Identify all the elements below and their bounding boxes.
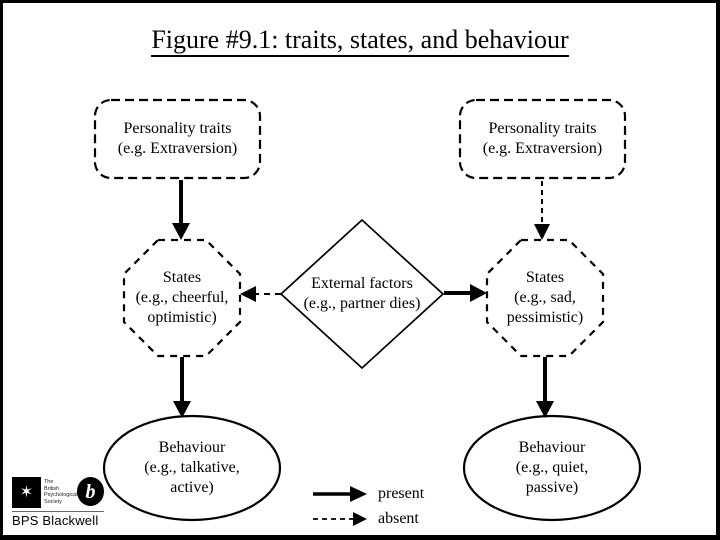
society-name-line: The (43, 479, 54, 485)
blackwell-b-glyph: b (85, 480, 96, 503)
edge-traits-left-to-states-left (172, 180, 190, 240)
legend-absent-label: absent (378, 510, 419, 527)
node-states-right: States (e.g., sad, pessimistic) (487, 240, 603, 356)
bps-crest-icon: ✶ (12, 477, 41, 508)
node-external-factors: External factors (e.g., partner dies) (282, 220, 442, 368)
figure-title: Figure #9.1: traits, states, and behavio… (0, 25, 720, 57)
node-text-line: passive) (525, 479, 579, 496)
node-text-line: active) (170, 479, 214, 496)
blackwell-b-icon: b (76, 477, 104, 506)
node-text-line: States (525, 269, 565, 286)
node-text-line: (e.g. Extraversion) (482, 140, 603, 157)
society-name-line: British (43, 485, 60, 492)
behaviour-right-ellipse (462, 414, 642, 522)
node-text-line: Behaviour (158, 439, 226, 456)
legend-present-label: present (378, 485, 425, 502)
legend-present-arrow (313, 486, 367, 502)
traits-right-box (458, 98, 627, 180)
node-text-line: Personality traits (123, 120, 232, 137)
legend-absent-arrow (313, 512, 367, 526)
figure-title-text: Figure #9.1: traits, states, and behavio… (151, 25, 569, 57)
node-text-line: Personality traits (488, 120, 597, 137)
node-text-line: External factors (311, 275, 413, 292)
behaviour-left-ellipse (102, 414, 282, 522)
node-text-line: (e.g., sad, (514, 289, 576, 306)
brand-text: BPS Blackwell (12, 511, 104, 528)
bps-blackwell-logo: ✶ The British Psychological Society b BP… (12, 477, 104, 528)
node-text-line: optimistic) (147, 309, 217, 326)
edge-external-to-states-right (444, 284, 487, 302)
node-behaviour-right: Behaviour (e.g., quiet, passive) (464, 416, 640, 520)
node-text-line: (e.g., partner dies) (303, 295, 421, 312)
node-behaviour-left: Behaviour (e.g., talkative, active) (104, 416, 280, 520)
node-states-left: States (e.g., cheerful, optimistic) (124, 240, 240, 356)
traits-left-box (93, 98, 262, 180)
node-text-line: (e.g., cheerful, (135, 289, 229, 306)
node-text-line: Behaviour (518, 439, 586, 456)
society-name-line: Society (43, 498, 62, 505)
node-text-line: pessimistic) (506, 309, 584, 326)
node-text-line: States (162, 269, 202, 286)
bps-crest-glyph: ✶ (19, 483, 34, 501)
society-name-text: The British Psychological Society (43, 477, 78, 505)
logo-row: ✶ The British Psychological Society b (12, 477, 104, 508)
node-personality-traits-right: Personality traits (e.g. Extraversion) (460, 100, 625, 178)
external-factors-diamond (279, 218, 445, 370)
node-text-line: (e.g. Extraversion) (117, 140, 238, 157)
node-text-line: (e.g., quiet, (515, 459, 589, 476)
society-name-line: Psychological (43, 492, 78, 498)
node-personality-traits-left: Personality traits (e.g. Extraversion) (95, 100, 260, 178)
edge-traits-right-to-states-right (534, 181, 550, 240)
edge-external-to-states-left (240, 286, 281, 302)
edge-states-left-to-behaviour-left (173, 357, 191, 418)
node-text-line: (e.g., talkative, (144, 459, 240, 476)
slide-background (3, 3, 716, 535)
edge-states-right-to-behaviour-right (536, 357, 554, 418)
